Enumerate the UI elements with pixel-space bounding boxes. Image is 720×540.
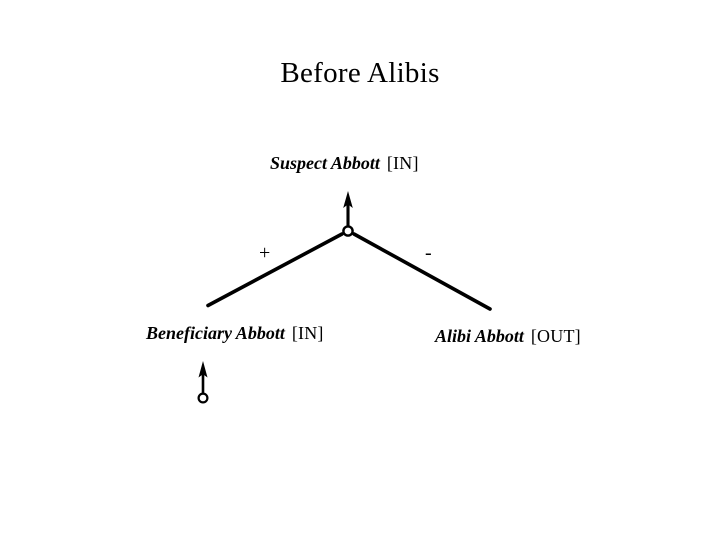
edge-sign-positive: + (259, 242, 271, 264)
edge-beneficiary-to-junction (206, 232, 344, 308)
node-name-beneficiary: Beneficiary Abbott (146, 323, 285, 343)
node-status-alibi: [OUT] (530, 326, 581, 346)
node-name-suspect: Suspect Abbott (270, 153, 380, 173)
node-status-beneficiary: [IN] (291, 323, 324, 343)
node-name-alibi: Alibi Abbott (435, 326, 524, 346)
node-status-suspect: [IN] (386, 153, 419, 173)
page-title: Before Alibis (280, 57, 440, 89)
arrowhead-up-icon (343, 191, 353, 208)
premise-node-icon (197, 392, 209, 404)
node-label-beneficiary: Beneficiary Abbott [IN] (146, 322, 324, 344)
junction-node-icon (342, 225, 354, 237)
arrowhead-up-beneficiary-icon (198, 361, 208, 378)
node-label-suspect: Suspect Abbott [IN] (270, 152, 419, 174)
edge-sign-negative: - (425, 242, 432, 264)
node-label-alibi: Alibi Abbott [OUT] (435, 325, 581, 347)
edge-alibi-to-junction (352, 232, 492, 311)
